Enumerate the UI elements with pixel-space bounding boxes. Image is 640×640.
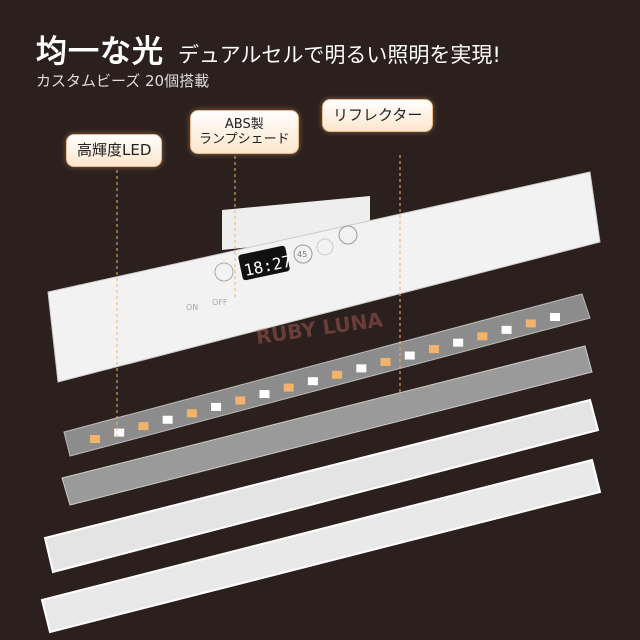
clock-button[interactable] xyxy=(214,262,234,282)
lcd-display xyxy=(238,245,290,281)
led-bead-white xyxy=(356,364,367,373)
page-title: 均一な光 デュアルセルで明るい照明を実現! xyxy=(36,26,501,71)
led-bead-warm xyxy=(380,357,391,366)
led-bead-white xyxy=(501,325,512,334)
headline: 均一な光 xyxy=(36,34,164,70)
reflector-plate xyxy=(61,345,593,506)
lamp-housing-body xyxy=(47,171,601,383)
led-bead-white xyxy=(404,351,415,360)
led-bead-warm xyxy=(235,396,246,405)
led-bead-white xyxy=(307,377,318,386)
label-shade-line1: ABS製 xyxy=(224,117,264,132)
led-bead-warm xyxy=(477,332,488,341)
led-beads xyxy=(90,313,560,443)
timer-45-button[interactable] xyxy=(293,244,313,264)
led-bead-warm xyxy=(138,422,149,431)
label-shade: ABS製 ランプシェード xyxy=(190,110,299,154)
led-bead-warm xyxy=(428,345,439,354)
switch-off-label: OFF xyxy=(212,298,228,307)
led-bead-white xyxy=(211,402,222,411)
led-bead-warm xyxy=(186,409,197,418)
tagline: デュアルセルで明るい照明を実現! xyxy=(178,43,501,67)
led-bead-white xyxy=(550,313,560,321)
label-led: 高輝度LED xyxy=(66,134,163,167)
power-button[interactable] xyxy=(338,225,358,245)
diffuser-upper xyxy=(43,398,600,574)
subtitle: カスタムビーズ 20個搭載 xyxy=(36,72,210,90)
led-bead-warm xyxy=(525,319,536,328)
led-bead-white xyxy=(453,338,464,347)
diffuser-lower xyxy=(40,458,602,634)
led-bead-warm xyxy=(332,370,343,379)
sensor-button[interactable] xyxy=(316,238,334,256)
led-bead-warm xyxy=(283,383,294,392)
timer-label: 45 xyxy=(297,250,307,259)
led-bead-white xyxy=(259,390,270,399)
label-reflector: リフレクター xyxy=(322,99,434,132)
switch-on-label: ON xyxy=(186,303,198,312)
led-bead-white xyxy=(162,415,173,424)
led-bead-white xyxy=(114,428,125,437)
led-bead-warm xyxy=(90,435,100,443)
label-shade-line2: ランプシェード xyxy=(199,132,290,147)
